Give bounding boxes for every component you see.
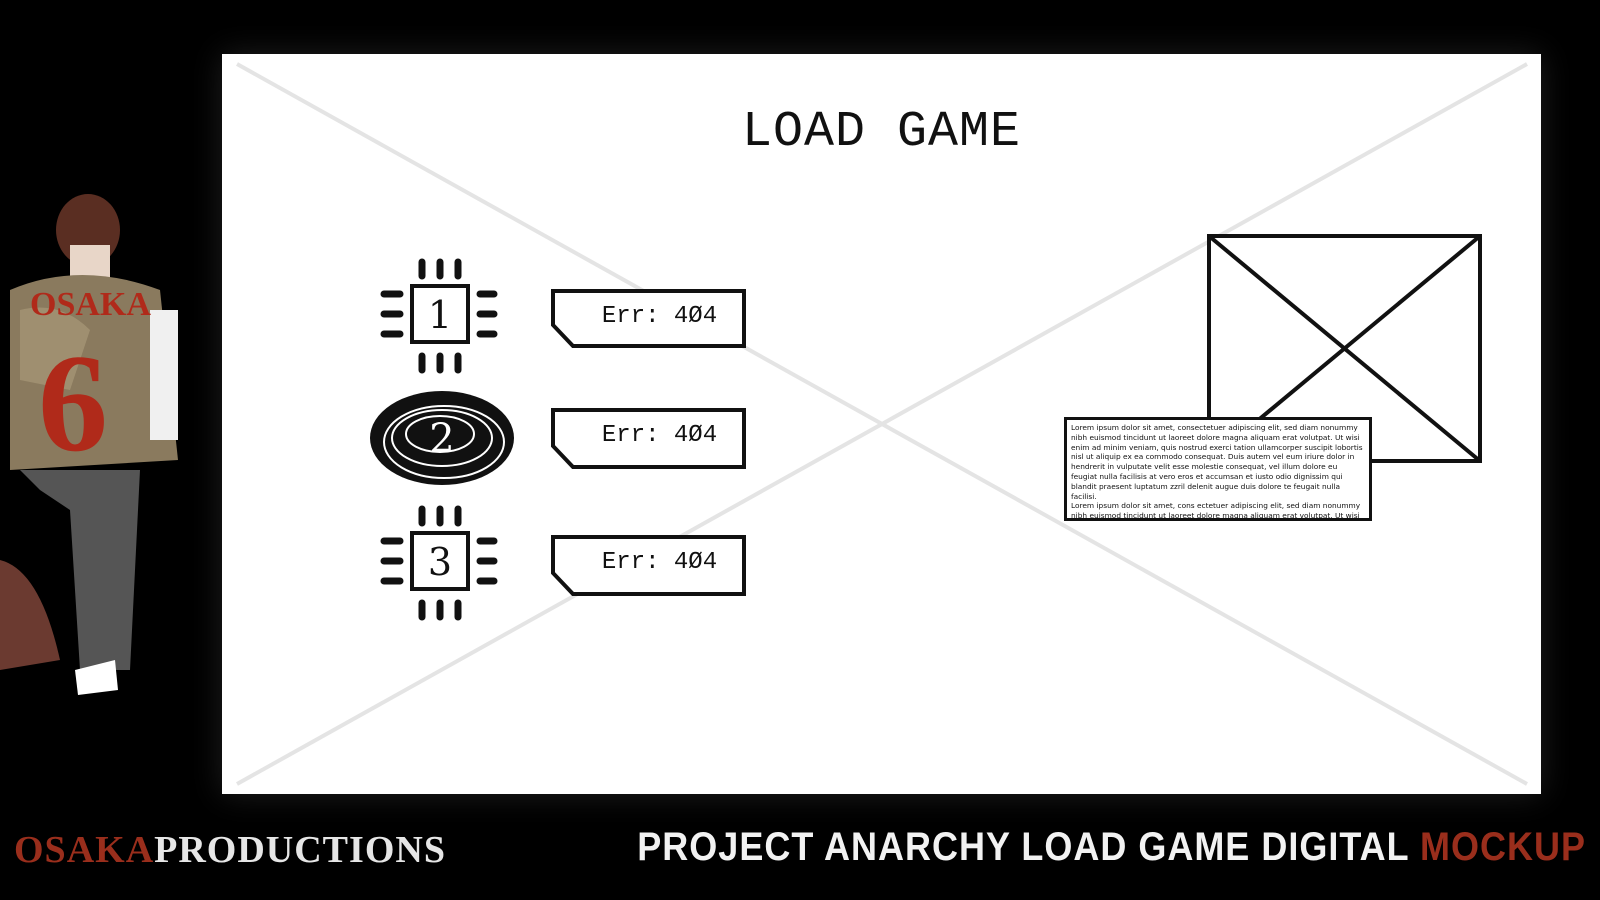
- svg-text:2: 2: [429, 416, 454, 462]
- chip-icon: 3: [380, 505, 498, 621]
- save-slot-label[interactable]: Err: 4Ø4: [551, 535, 746, 596]
- save-slot-label[interactable]: Err: 4Ø4: [551, 408, 746, 469]
- brand-logo: OSAKAPRODUCTIONS: [14, 829, 446, 871]
- scribbled-chip-icon: 2: [370, 391, 514, 485]
- mockup-caption: PROJECT ANARCHY LOAD GAME DIGITAL MOCKUP: [637, 823, 1586, 869]
- svg-text:1: 1: [428, 293, 452, 337]
- mascot-illustration: OSAKA 6: [0, 190, 190, 710]
- svg-text:OSAKA: OSAKA: [30, 286, 151, 323]
- save-description-box: Lorem ipsum dolor sit amet, consectetuer…: [1064, 417, 1372, 521]
- page-title: LOAD GAME: [741, 104, 1022, 161]
- svg-text:6: 6: [38, 326, 108, 481]
- save-slot-label[interactable]: Err: 4Ø4: [551, 289, 746, 348]
- load-game-mockup-card: LOAD GAME 1 Err: 4Ø4 2 Err: 4: [222, 54, 1541, 794]
- svg-text:3: 3: [428, 540, 452, 584]
- chip-icon: 1: [380, 258, 498, 374]
- wireframe-background-cross: [236, 62, 1528, 786]
